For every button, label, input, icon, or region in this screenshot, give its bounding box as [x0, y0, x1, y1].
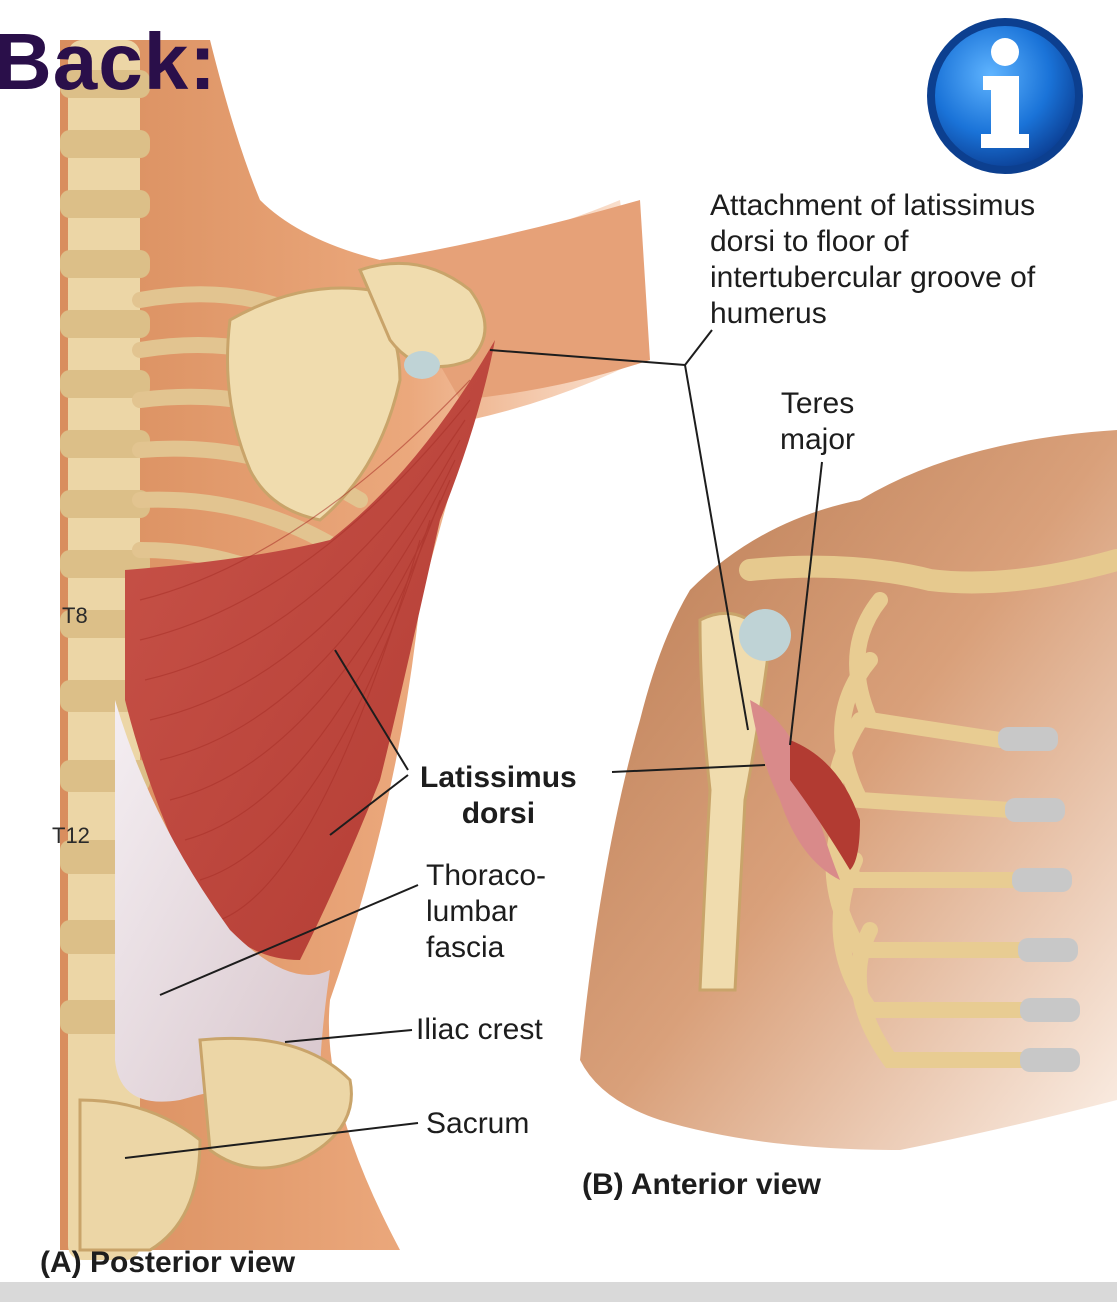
leader-attachment-stem [684, 329, 713, 366]
leader-teres [789, 461, 823, 746]
label-thoracolumbar-fascia: Thoraco- lumbar fascia [426, 859, 547, 964]
anterior-view-figure [580, 430, 1117, 1150]
label-latissimus-dorsi: Latissimus dorsi [420, 761, 577, 830]
label-teres-major: Teres major [780, 387, 856, 456]
scapula [226, 286, 402, 522]
leader-iliac [284, 1029, 413, 1043]
leader-attachment-down [684, 364, 749, 731]
costal-cartilage [998, 727, 1080, 1072]
leader-latissimus-upper [334, 649, 409, 771]
leader-attachment-left [489, 349, 686, 366]
muscle-fibres [139, 379, 471, 921]
leader-fascia [159, 884, 419, 996]
caption-anterior-view: (B) Anterior view [582, 1168, 821, 1201]
bottom-divider [0, 1282, 1117, 1302]
leader-latissimus-lower [329, 774, 409, 836]
leader-lines [124, 329, 823, 1159]
label-attachment: Attachment of latissimus dorsi to floor … [710, 189, 1036, 330]
label-iliac-crest: Iliac crest [416, 1013, 543, 1046]
sacrum-bone [78, 1098, 202, 1252]
caption-posterior-view: (A) Posterior view [40, 1246, 296, 1279]
label-t12: T12 [52, 823, 90, 848]
leader-sacrum [124, 1122, 419, 1159]
latissimus-dorsi-anterior [750, 700, 840, 880]
posterior-view-figure [60, 40, 650, 1260]
info-icon[interactable] [927, 18, 1083, 174]
page-title: Back: [0, 17, 217, 106]
teres-major-muscle [790, 740, 860, 870]
leader-latissimus-right [611, 764, 766, 773]
label-sacrum: Sacrum [426, 1107, 530, 1140]
latissimus-dorsi-posterior [125, 340, 495, 960]
label-t8: T8 [62, 603, 88, 628]
thoracolumbar-fascia [115, 700, 330, 1102]
